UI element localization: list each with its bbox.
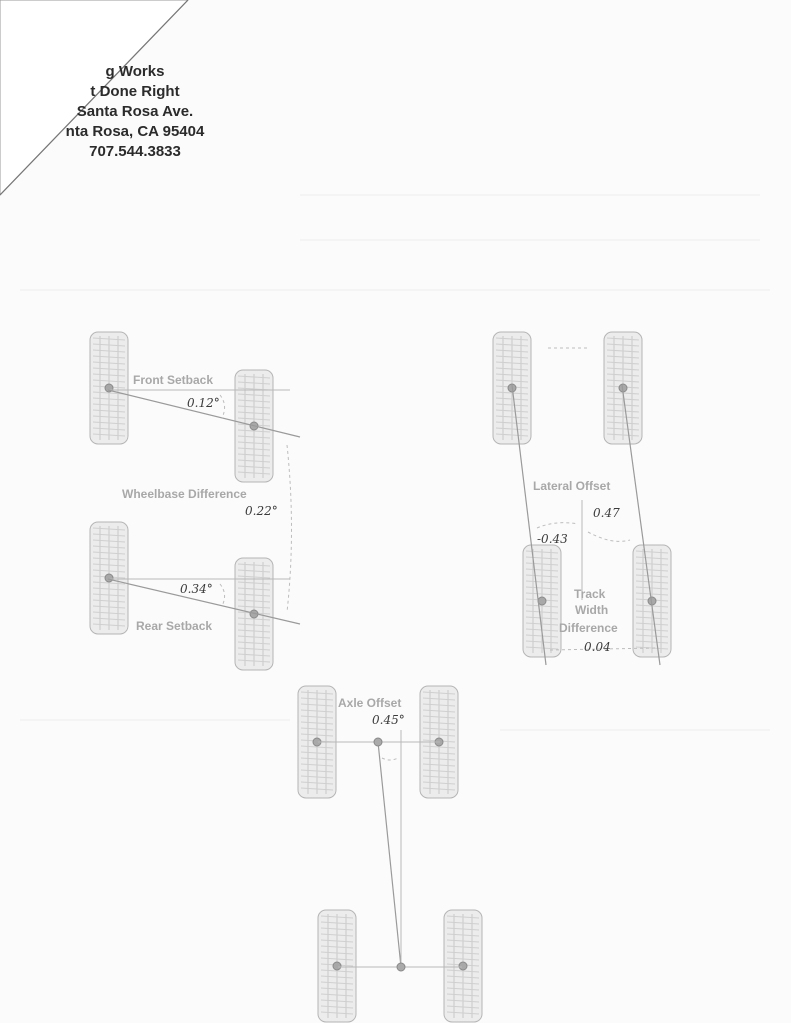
tire-icon bbox=[632, 544, 672, 658]
tire-icon bbox=[89, 331, 129, 445]
track-width-label-line2: Width bbox=[575, 603, 608, 617]
front-setback-value: 0.12° bbox=[187, 396, 220, 410]
track-width-label-line3: Difference bbox=[559, 621, 618, 635]
track-width-value: 0.04 bbox=[584, 640, 611, 654]
shop-tagline: t Done Right bbox=[90, 83, 180, 100]
axle-offset-label: Axle Offset bbox=[338, 696, 401, 710]
track-width-label-line1: Track bbox=[574, 587, 606, 601]
shop-header: g Works t Done Right Santa Rosa Ave. nta… bbox=[40, 62, 230, 162]
shop-name: g Works bbox=[105, 63, 165, 80]
tire-icon bbox=[522, 544, 562, 658]
rear-setback-value: 0.34° bbox=[180, 582, 213, 596]
tire-icon bbox=[317, 909, 357, 1023]
rear-setback-label: Rear Setback bbox=[136, 619, 212, 633]
wheelbase-difference-value: 0.22° bbox=[245, 504, 278, 518]
tire-icon bbox=[492, 331, 532, 445]
shop-city: nta Rosa, CA 95404 bbox=[65, 123, 205, 140]
lateral-offset-value-left: -0.43 bbox=[537, 532, 568, 546]
tire-icon bbox=[443, 909, 483, 1023]
axle-offset-value: 0.45° bbox=[372, 713, 405, 727]
shop-street: Santa Rosa Ave. bbox=[76, 103, 194, 120]
wheelbase-difference-label: Wheelbase Difference bbox=[122, 487, 247, 501]
lateral-offset-label: Lateral Offset bbox=[533, 479, 610, 493]
tire-icon bbox=[89, 521, 129, 635]
front-setback-label: Front Setback bbox=[133, 373, 213, 387]
shop-phone: 707.544.3833 bbox=[89, 143, 181, 160]
axle-tires bbox=[297, 685, 483, 1023]
folded-corner bbox=[0, 0, 189, 196]
setback-tires bbox=[89, 331, 274, 671]
lateral-offset-value-right: 0.47 bbox=[593, 506, 620, 520]
